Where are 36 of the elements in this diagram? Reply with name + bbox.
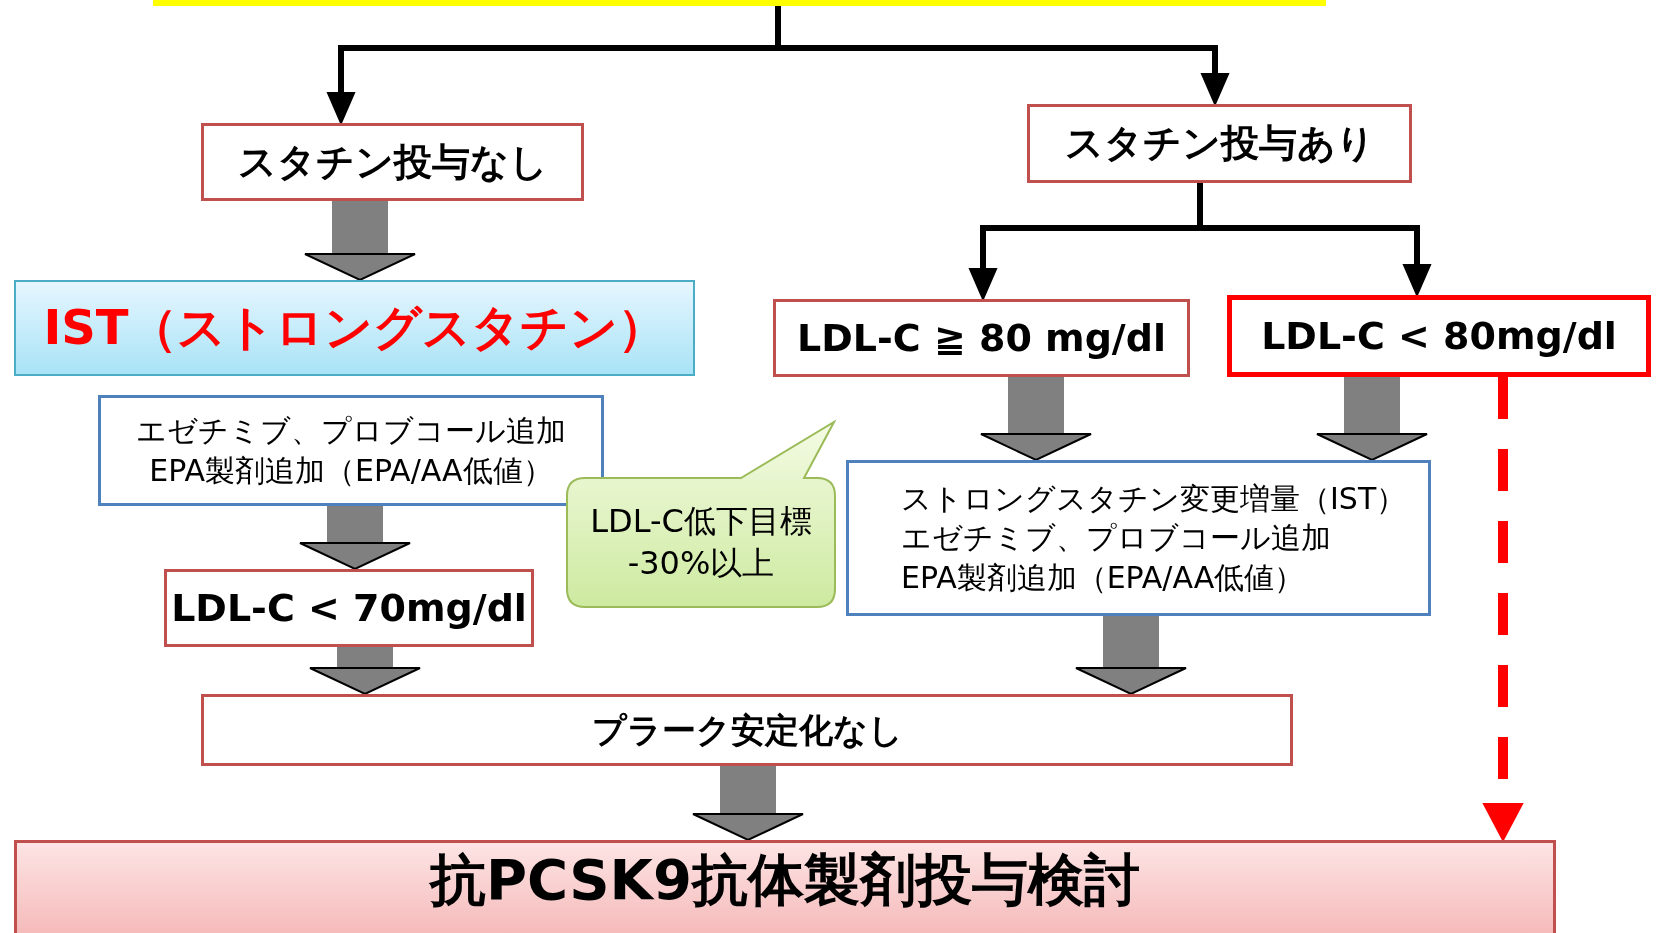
node-text: スタチン投与なし (237, 138, 548, 186)
node-text: EPA製剤追加（EPA/AA低値） (901, 558, 1305, 597)
block-arrow (299, 506, 411, 570)
node-text: 抗PCSK9抗体製剤投与検討 (430, 846, 1140, 914)
step-box (201, 123, 584, 201)
callout-bubble (566, 420, 836, 608)
note-box (846, 460, 1431, 616)
block-arrow (304, 201, 416, 281)
node-text: EPA製剤追加（EPA/AA低値） (149, 451, 553, 490)
node-text: プラーク安定化なし (591, 708, 903, 752)
node-text: IST（ストロングスタチン） (43, 298, 666, 358)
note-box (98, 395, 604, 506)
block-arrow (692, 766, 804, 841)
arrow (1483, 377, 1523, 841)
conclusion-box (14, 840, 1556, 933)
arrow (1197, 183, 1431, 296)
node-text: LDL-C低下目標 (590, 500, 812, 542)
step-box (1027, 104, 1412, 183)
node-text: スタチン投与あり (1064, 120, 1375, 168)
node-text: LDL-C < 70mg/dl (171, 584, 527, 632)
node-text: LDL-C < 80mg/dl (1261, 312, 1617, 360)
step-box (164, 569, 534, 647)
node-text: ストロングスタチン変更増量（IST） (901, 479, 1407, 518)
node-text: LDL-C ≧ 80 mg/dl (797, 314, 1166, 362)
highlighted-step-box (1227, 295, 1651, 377)
step-box (773, 299, 1190, 377)
block-arrow (309, 647, 421, 695)
block-arrow (980, 377, 1092, 461)
node-text: エゼチミブ、プロブコール追加 (136, 411, 566, 450)
block-arrow (1075, 616, 1187, 695)
node-text: -30%以上 (627, 543, 775, 584)
result-box (201, 694, 1293, 766)
node-text: エゼチミブ、プロブコール追加 (901, 519, 1331, 558)
block-arrow (1316, 377, 1428, 461)
arrow (775, 6, 1229, 105)
treatment-box (14, 280, 695, 376)
